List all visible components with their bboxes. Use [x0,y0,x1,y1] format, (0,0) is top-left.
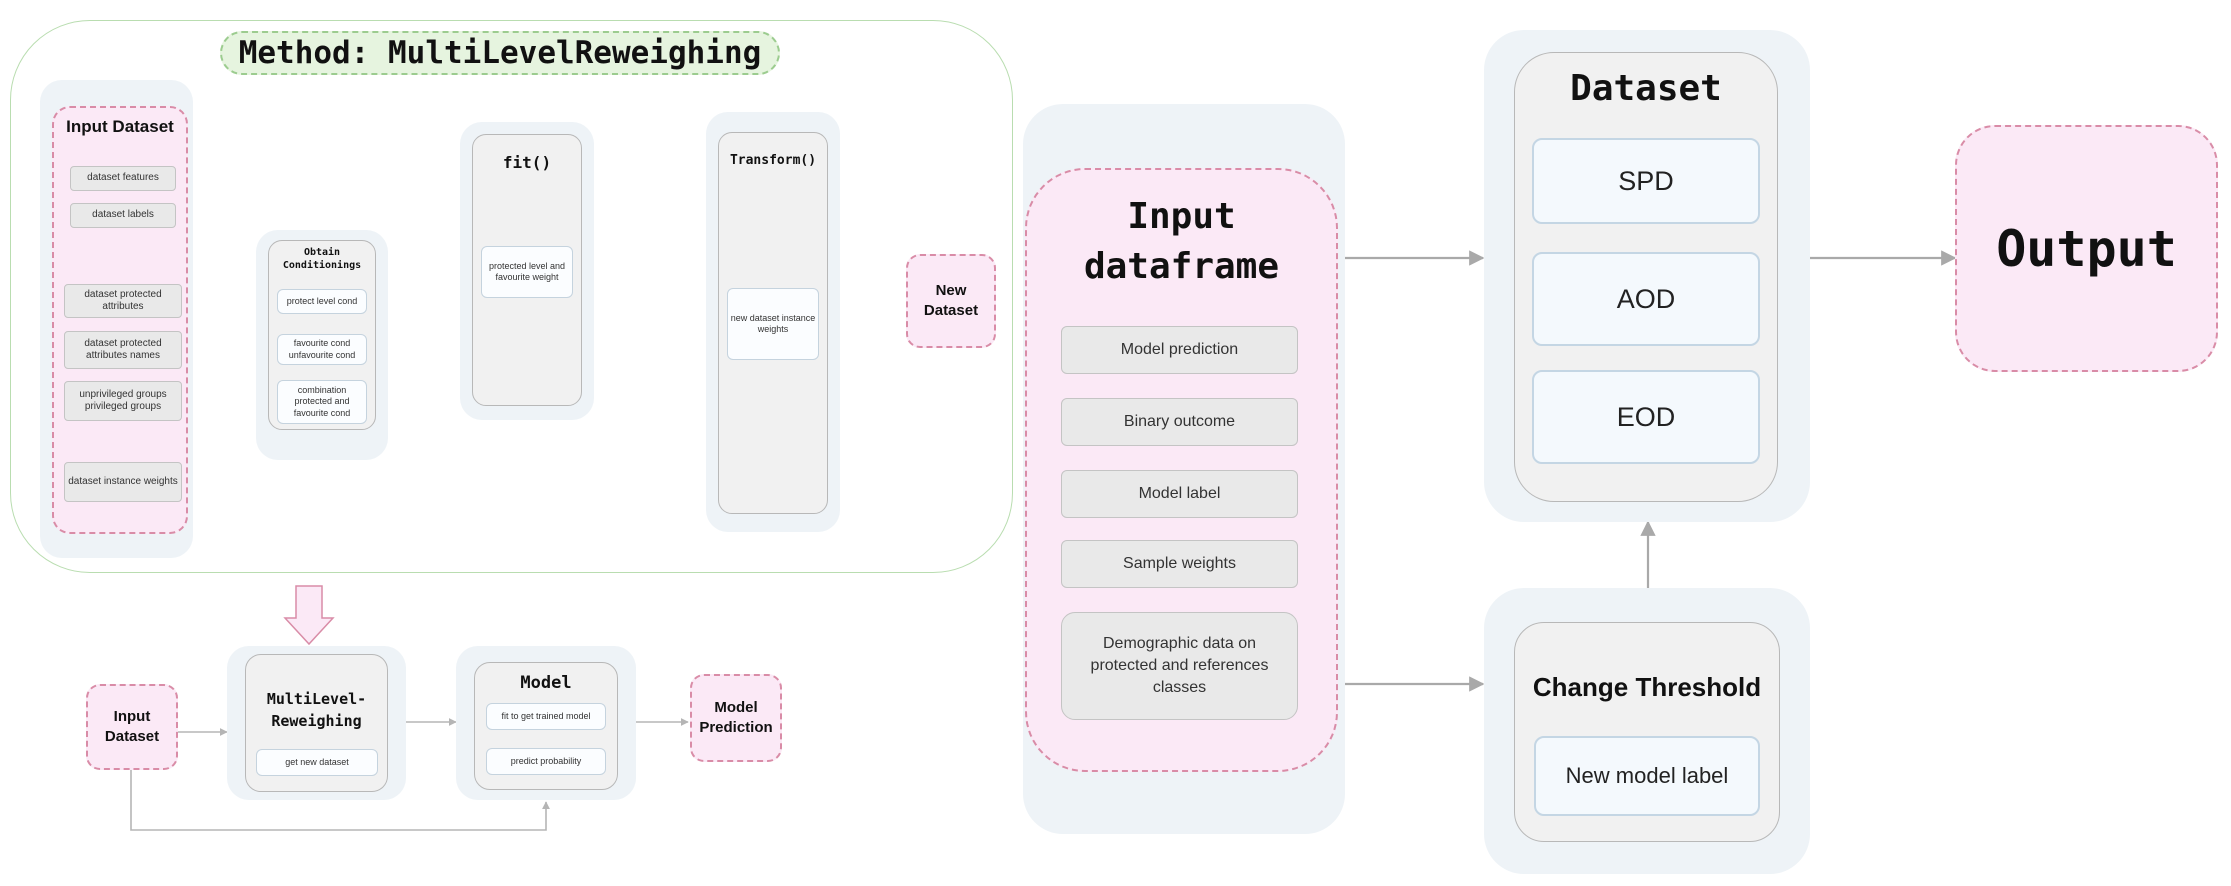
dataset-metrics-title: Dataset [1570,68,1722,109]
obtain-title: Obtain Conditionings [282,247,362,271]
chip-dataset-labels: dataset labels [70,203,176,228]
mlr-title: MultiLevel-Reweighing [266,690,367,730]
dataframe-demographic-data: Demographic data on protected and refere… [1061,612,1298,720]
dataframe-model-prediction: Model prediction [1061,326,1298,374]
input-dataframe-title: Input dataframe [1083,196,1280,287]
dataframe-binary-outcome: Binary outcome [1061,398,1298,446]
chip-instance-weights: dataset instance weights [64,462,182,502]
pipeline-input-dataset: Input Dataset [86,684,178,770]
new-dataset-label: New Dataset [923,282,979,319]
new-dataset-box: New Dataset [906,254,996,348]
metric-aod: AOD [1532,252,1760,346]
output-box: Output [1955,125,2218,372]
chip-protected-attribute-names: dataset protected attributes names [64,331,182,369]
obtain-favourite-cond: favourite cond unfavourite cond [277,334,367,365]
fit-weight-chip: protected level and favourite weight [481,246,573,298]
transform-weights-chip: new dataset instance weights [727,288,819,360]
model-title: Model [520,673,572,693]
chip-groups: unprivileged groups privileged groups [64,381,182,421]
down-arrow-icon [283,585,335,646]
model-prediction-box: Model Prediction [690,674,782,762]
chip-protected-attributes: dataset protected attributes [64,284,182,318]
dataframe-sample-weights: Sample weights [1061,540,1298,588]
obtain-protect-level-cond: protect level cond [277,289,367,314]
obtain-combination-cond: combination protected and favourite cond [277,380,367,424]
model-prediction-label: Model Prediction [699,699,773,736]
mlr-get-new-dataset: get new dataset [256,749,378,776]
metric-spd: SPD [1532,138,1760,224]
dataframe-model-label: Model label [1061,470,1298,518]
input-dataset-title: Input Dataset [66,117,174,136]
pipeline-input-label: Input Dataset [104,708,160,745]
metric-eod: EOD [1532,370,1760,464]
model-fit-chip: fit to get trained model [486,703,606,730]
transform-title: Transform() [729,153,817,168]
change-threshold-title: Change Threshold [1532,672,1762,702]
new-model-label-chip: New model label [1534,736,1760,816]
model-predict-chip: predict probability [486,748,606,775]
fit-title: fit() [502,153,552,172]
method-title: Method: MultiLevelReweighing [220,31,780,75]
chip-dataset-features: dataset features [70,166,176,191]
output-label: Output [1996,219,2177,278]
